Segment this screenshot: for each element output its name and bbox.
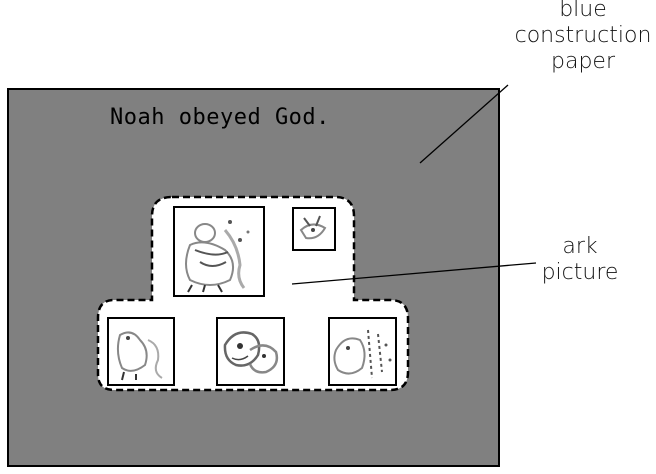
- large-picture-card: [173, 206, 265, 297]
- ark-callout-line-1: ark: [562, 234, 598, 259]
- paper-leader-line: [419, 84, 509, 164]
- bottom-left-picture-card: [107, 317, 175, 386]
- bird-drawing: [299, 215, 327, 240]
- paper-callout-line-3: paper: [551, 49, 615, 74]
- ark-callout: ark picture: [520, 234, 640, 286]
- figure-drawing: [185, 220, 250, 293]
- paper-callout-line-1: blue: [559, 0, 607, 22]
- ark-leader-line: [291, 262, 537, 285]
- small-picture-card: [292, 207, 336, 251]
- ark-callout-line-2: picture: [541, 260, 619, 285]
- animal-drawing-2: [223, 331, 279, 374]
- paper-callout: blue construction paper: [508, 0, 656, 75]
- animal-drawing-3: [333, 329, 392, 379]
- bottom-middle-picture-card: [216, 317, 285, 386]
- board-title: Noah obeyed God.: [110, 105, 330, 130]
- paper-callout-line-2: construction: [514, 23, 652, 48]
- animal-drawing-1: [116, 331, 163, 381]
- bottom-right-picture-card: [328, 317, 397, 386]
